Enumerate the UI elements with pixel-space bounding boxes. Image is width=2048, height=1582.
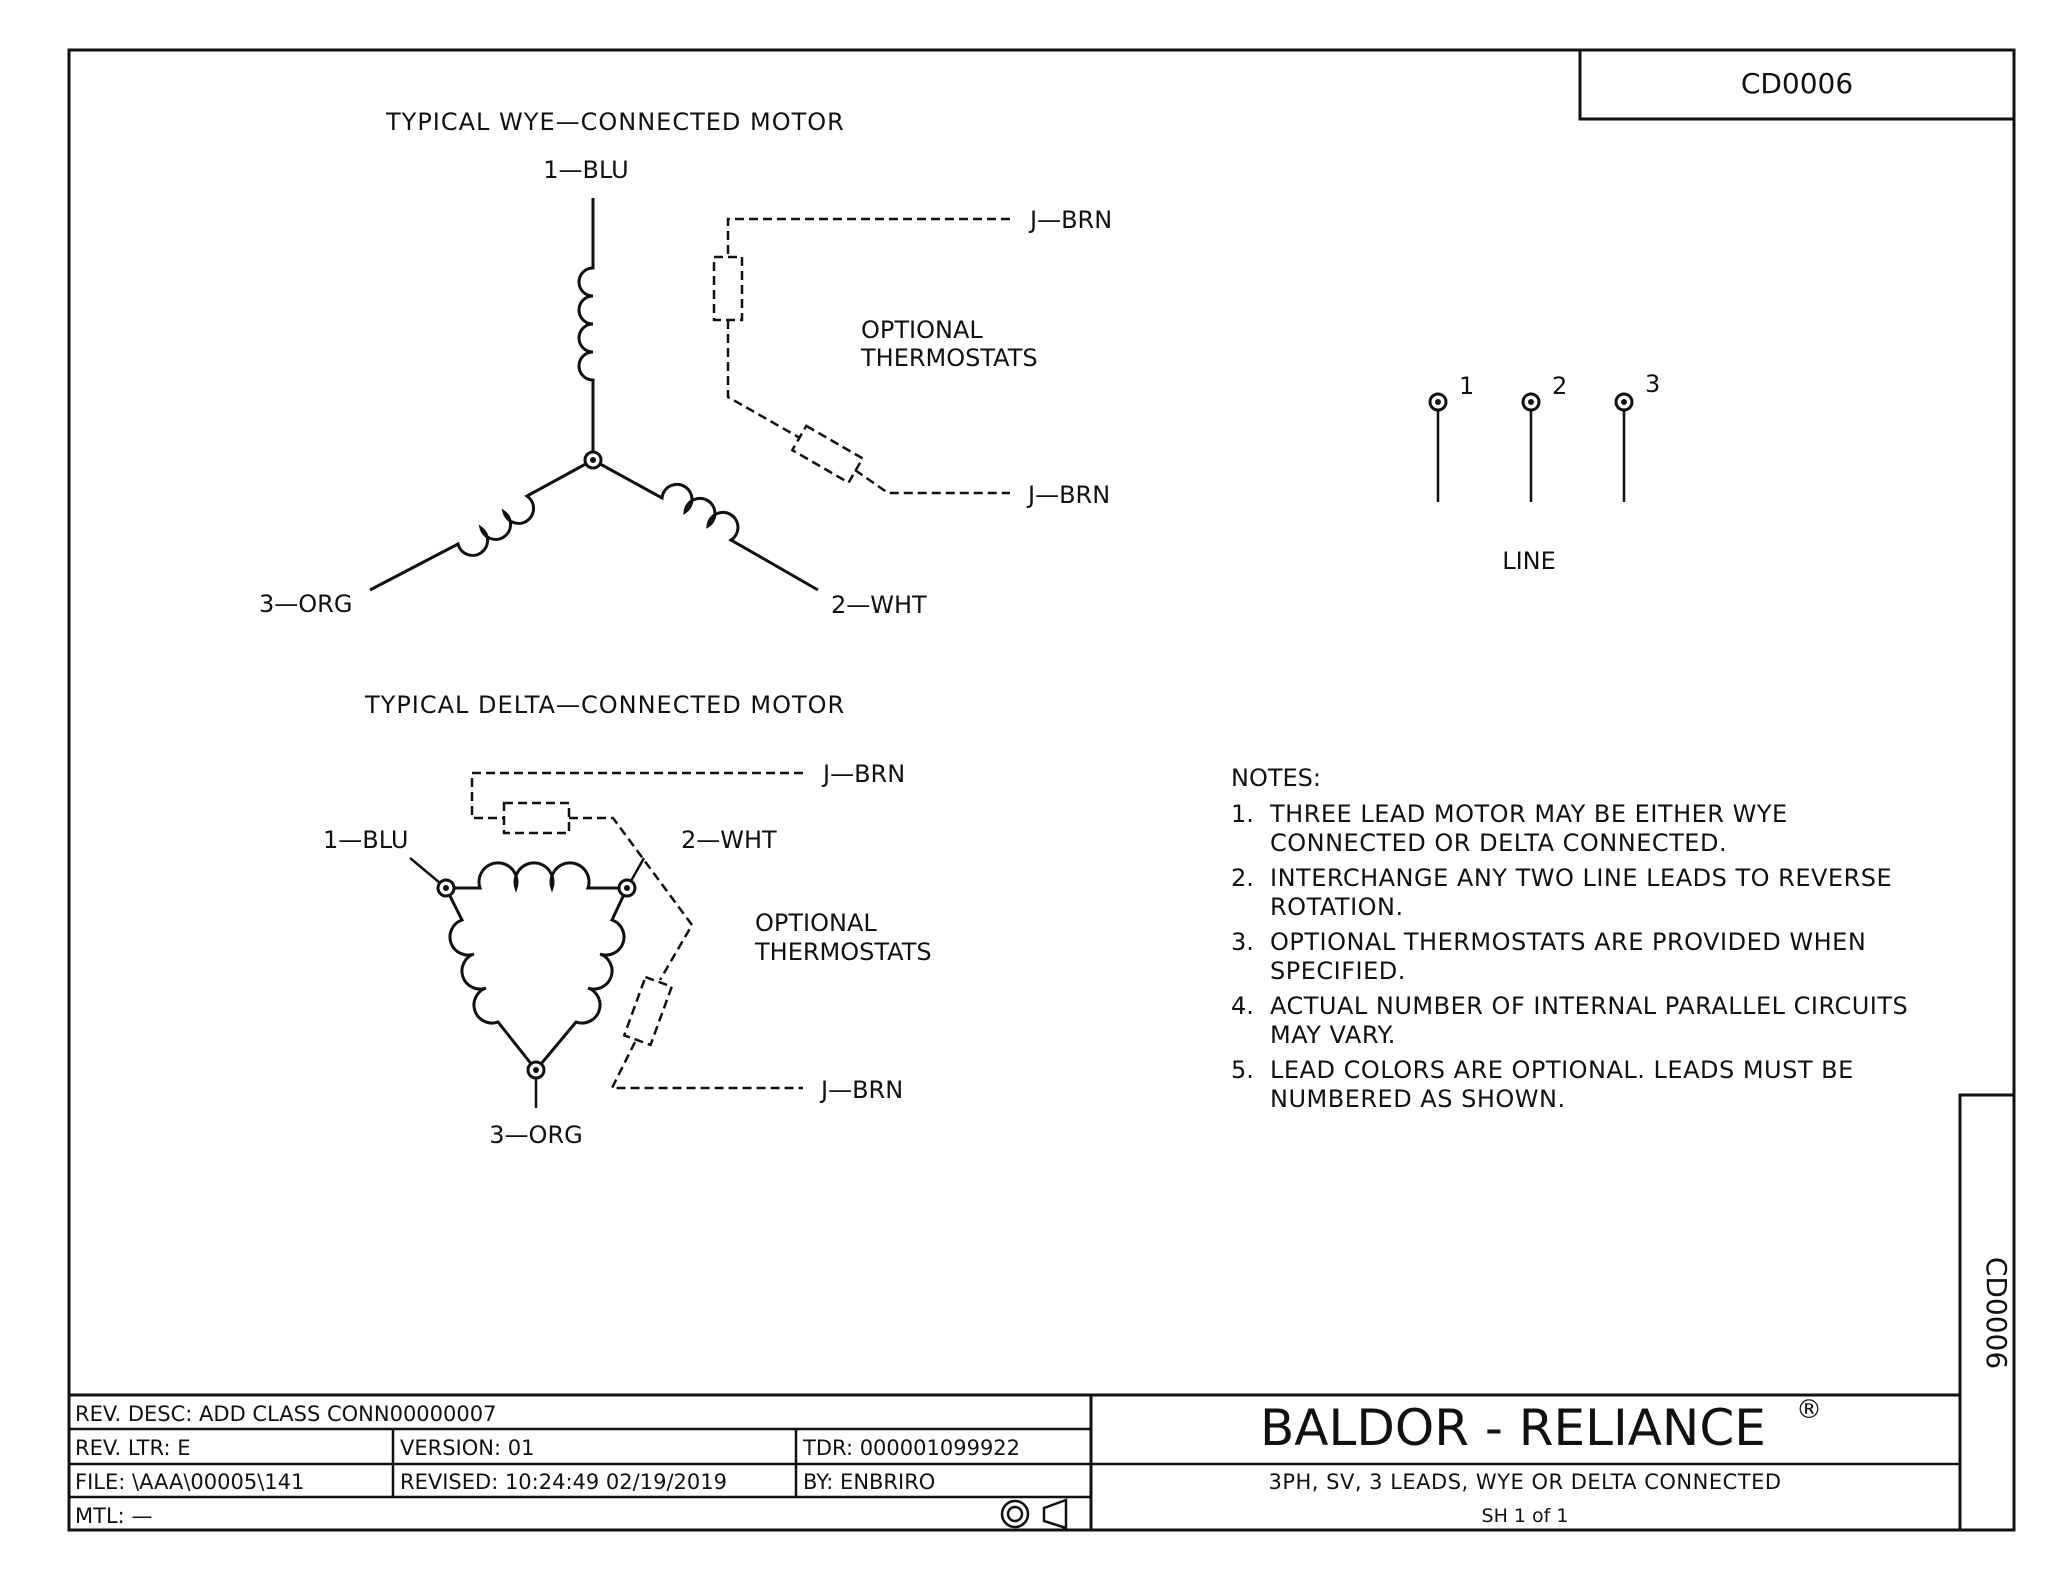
delta-diagram: TYPICAL DELTA—CONNECTED MOTOR 1—BLU 2—WH… [323,691,932,1149]
delta-thermostat-1 [502,801,571,835]
delta-lead-1-label: 1—BLU [323,826,408,854]
note-3: 3. OPTIONAL THERMOSTATS ARE PROVIDED WHE… [1231,928,1866,985]
notes-heading: NOTES: [1231,764,1321,792]
company-name: BALDOR - RELIANCE [1260,1399,1766,1457]
line-label: LINE [1502,547,1556,575]
wye-diagram: TYPICAL WYE—CONNECTED MOTOR 1—BLU 3—ORG … [259,108,1112,619]
rev-desc: REV. DESC: ADD CLASS CONN00000007 [75,1402,496,1426]
delta-thermostat-2 [622,975,674,1047]
svg-text:LEAD COLORS ARE OPTIONAL. LEA: LEAD COLORS ARE OPTIONAL. LEADS MUST BE [1270,1056,1854,1084]
note-5: 5. LEAD COLORS ARE OPTIONAL. LEADS MUST … [1231,1056,1854,1113]
line-terminal-3 [1614,392,1634,502]
delta-coil-1-3 [444,887,538,1071]
sheet-number: SH 1 of 1 [1482,1505,1569,1527]
line-terminal-1 [1428,392,1448,502]
title-block-rows [69,1427,1960,1499]
side-drawing-number: CD0006 [1980,1257,2013,1369]
material: MTL: — [75,1504,152,1528]
wye-thermostat-1 [712,255,744,322]
svg-text:5.: 5. [1231,1056,1254,1084]
delta-node-1 [436,878,456,898]
svg-text:2.: 2. [1231,864,1254,892]
wye-thermo-lead-top [726,217,1010,257]
delta-coil-2-3 [534,887,629,1071]
wye-lead-3-label: 3—ORG [259,590,352,618]
wye-lead-1-label: 1—BLU [543,156,628,184]
file-path: FILE: \AAA\00005\141 [75,1470,304,1494]
wye-jbrn-top-label: J—BRN [1028,206,1112,234]
line-terminals: 1 2 3 LINE [1428,370,1660,575]
svg-text:3.: 3. [1231,928,1254,956]
wye-coil-3 [369,458,594,592]
delta-jbrn-top-label: J—BRN [821,760,905,788]
svg-text:OPTIONAL THERMOSTATS ARE PROVI: OPTIONAL THERMOSTATS ARE PROVIDED WHEN [1270,928,1866,956]
delta-thermo-lead-bottom [609,1041,803,1090]
wye-jbrn-bottom-label: J—BRN [1026,481,1110,509]
title-block: REV. DESC: ADD CLASS CONN00000007 REV. L… [69,1393,1960,1530]
drawn-by: BY: ENBRIRO [803,1470,935,1494]
sheet-border [67,48,2016,1532]
delta-jbrn-bottom-label: J—BRN [819,1076,903,1104]
svg-text:ACTUAL NUMBER OF INTERNAL PARA: ACTUAL NUMBER OF INTERNAL PARALLEL CIRCU… [1270,992,1908,1020]
svg-text:MAY VARY.: MAY VARY. [1270,1021,1396,1049]
wye-thermo-lead-bottom [854,468,1010,495]
wye-thermo-label-1: OPTIONAL [861,316,983,344]
version: VERSION: 01 [400,1436,534,1460]
registered-mark: ® [1796,1395,1822,1425]
delta-coil-1-2 [446,861,627,893]
delta-lead-2-label: 2—WHT [681,826,777,854]
wye-neutral-dot [590,457,596,463]
svg-text:SPECIFIED.: SPECIFIED. [1270,957,1406,985]
line-terminal-1-label: 1 [1459,372,1474,400]
line-terminal-2-label: 2 [1552,372,1567,400]
svg-text:4.: 4. [1231,992,1254,1020]
side-tab [1958,1093,2014,1530]
svg-text:1.: 1. [1231,800,1254,828]
svg-text:ROTATION.: ROTATION. [1270,893,1404,921]
drawing-number-box [1578,50,2014,121]
svg-text:CONNECTED OR DELTA CONNECTED.: CONNECTED OR DELTA CONNECTED. [1270,829,1727,857]
drawing-description: 3PH, SV, 3 LEADS, WYE OR DELTA CONNECTED [1268,1470,1781,1494]
wye-thermostat-2 [790,424,865,485]
delta-lead-3-label: 3—ORG [489,1121,582,1149]
tdr-number: TDR: 000001099922 [802,1436,1020,1460]
wye-coil-1 [577,198,595,460]
line-terminal-2 [1521,392,1541,502]
note-2: 2. INTERCHANGE ANY TWO LINE LEADS TO REV… [1231,864,1892,921]
svg-text:NUMBERED AS SHOWN.: NUMBERED AS SHOWN. [1270,1085,1566,1113]
wye-thermo-mid [726,320,801,440]
wye-coil-2 [592,458,819,592]
delta-thermo-mid [569,816,694,981]
delta-node-2 [617,878,637,898]
wye-thermo-label-2: THERMOSTATS [860,344,1038,372]
third-angle-projection-icon [1000,1498,1068,1530]
delta-thermo-lead-top [470,771,803,820]
svg-text:INTERCHANGE ANY TWO LINE LEADS: INTERCHANGE ANY TWO LINE LEADS TO REVERS… [1270,864,1892,892]
notes-block: NOTES: 1. THREE LEAD MOTOR MAY BE EITHER… [1231,764,1908,1113]
delta-thermo-label-2: THERMOSTATS [754,938,932,966]
delta-title: TYPICAL DELTA—CONNECTED MOTOR [364,691,845,719]
drawing-number: CD0006 [1741,67,1853,100]
note-1: 1. THREE LEAD MOTOR MAY BE EITHER WYE CO… [1231,800,1788,857]
wye-title: TYPICAL WYE—CONNECTED MOTOR [385,108,845,136]
line-terminal-3-label: 3 [1645,370,1660,398]
rev-ltr: REV. LTR: E [75,1436,190,1460]
svg-text:THREE LEAD MOTOR MAY BE EITHER: THREE LEAD MOTOR MAY BE EITHER WYE [1269,800,1788,828]
title-block-columns [391,1429,798,1497]
delta-node-3 [526,1060,546,1080]
wye-lead-2-label: 2—WHT [831,591,927,619]
revised-date: REVISED: 10:24:49 02/19/2019 [400,1470,727,1494]
delta-thermo-label-1: OPTIONAL [755,909,877,937]
note-4: 4. ACTUAL NUMBER OF INTERNAL PARALLEL CI… [1231,992,1908,1049]
